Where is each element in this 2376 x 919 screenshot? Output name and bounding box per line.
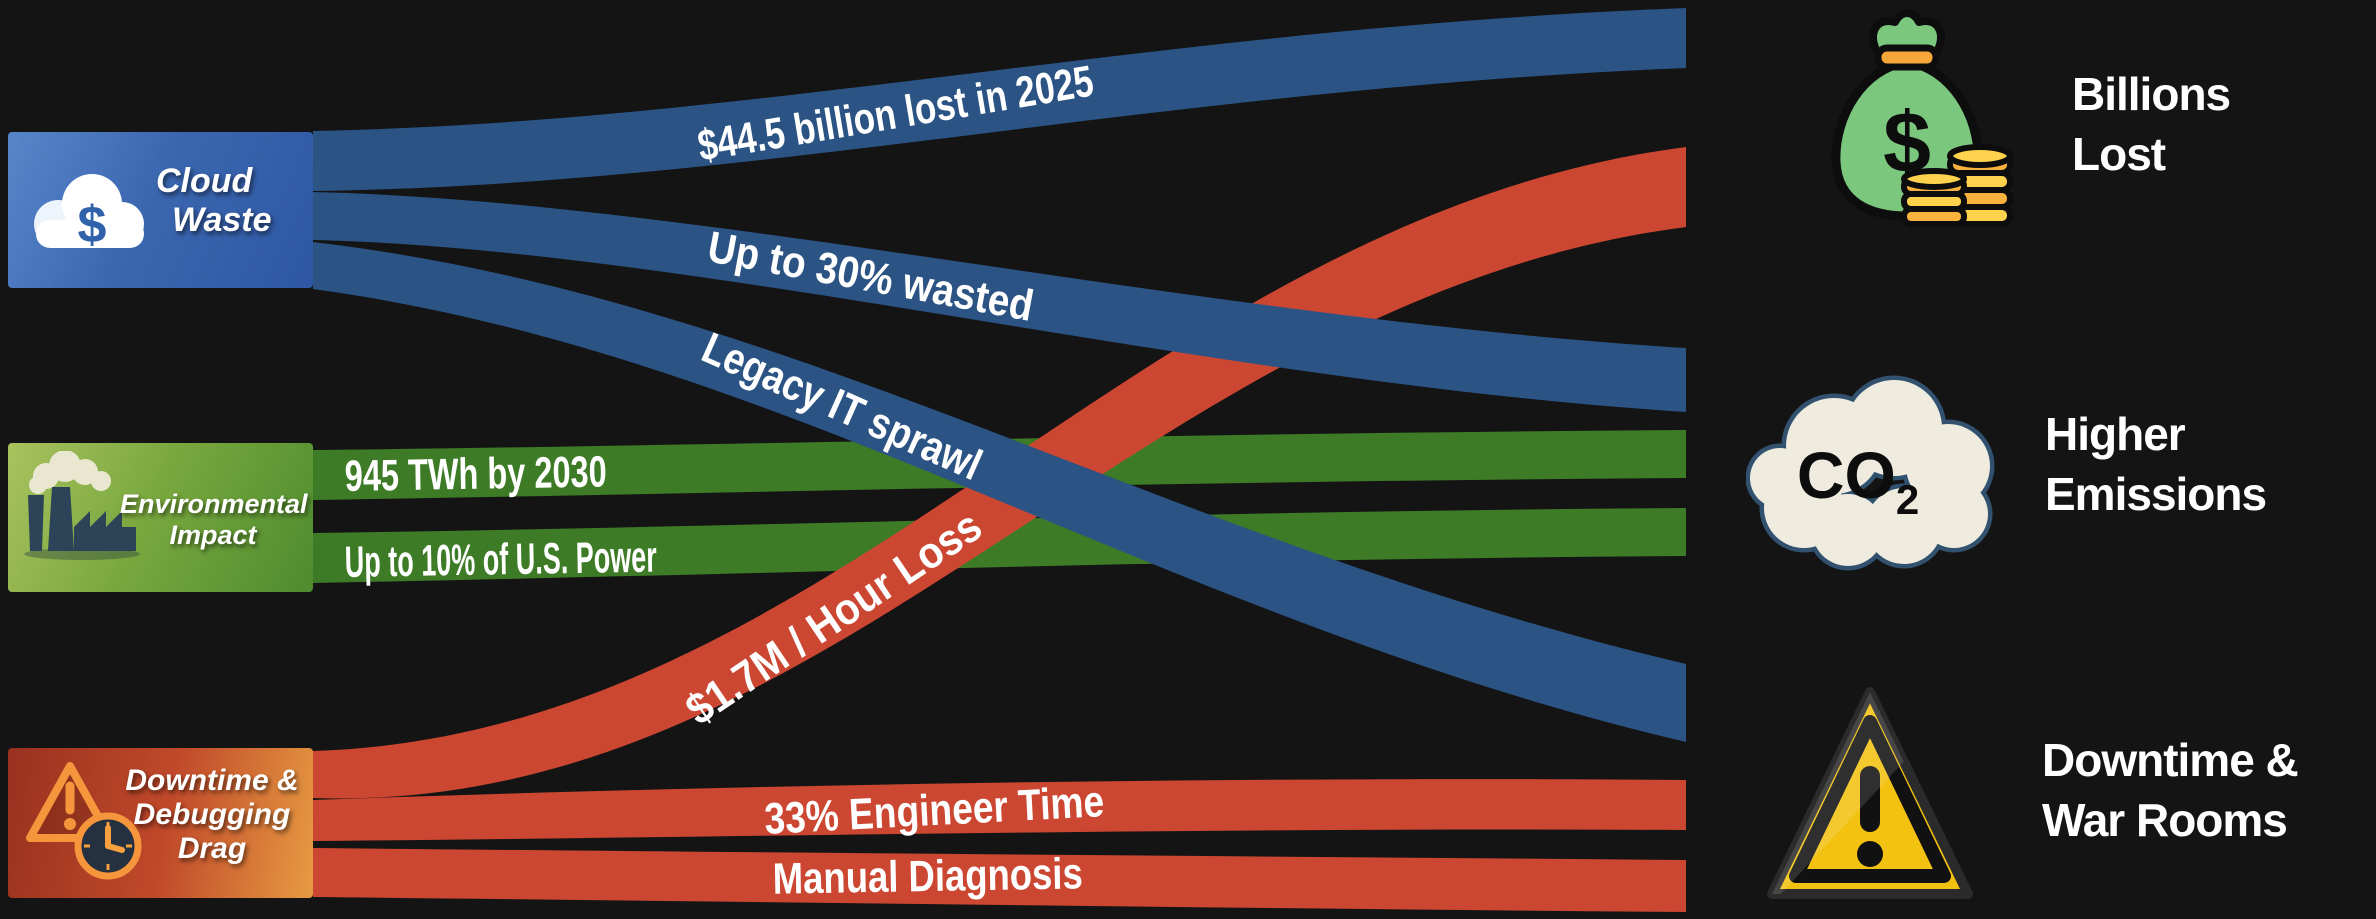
- outcome-label-line: Downtime &: [2042, 734, 2299, 786]
- outcome-label-line: Emissions: [2045, 468, 2267, 520]
- outcome-label-billions-lost: Billions Lost: [2072, 64, 2231, 184]
- flow-label-30-wasted: Up to 30% wasted: [704, 223, 1037, 331]
- node-label-line: Impact: [169, 519, 257, 550]
- outcome-label-higher-emissions: Higher Emissions: [2045, 404, 2267, 524]
- warning-triangle-icon: [1767, 687, 1973, 899]
- outcome-label-line: Higher: [2045, 408, 2186, 460]
- flow-band-engineer-time: [313, 779, 1686, 841]
- node-label-cloud-waste: Cloud Waste: [156, 162, 312, 240]
- outcome-label-line: Billions: [2072, 68, 2231, 120]
- money-bag-icon: $: [1831, 9, 2013, 227]
- flow-band-30-wasted: [313, 192, 1686, 412]
- outcome-label-line: Lost: [2072, 128, 2166, 180]
- flow-label-945-twh: 945 TWh by 2030: [344, 447, 607, 501]
- outcome-label-line: War Rooms: [2042, 794, 2288, 846]
- flow-band-us-power: [313, 508, 1686, 583]
- flow-label-billion-lost: $44.5 billion lost in 2025: [694, 57, 1097, 171]
- node-label-downtime-debugging: Downtime & Debugging Drag: [116, 764, 308, 867]
- flow-label-manual-diagnosis: Manual Diagnosis: [772, 849, 1083, 903]
- node-environmental-impact: Environmental Impact: [8, 443, 313, 592]
- node-label-line: Drag: [177, 832, 247, 866]
- node-label-environmental-impact: Environmental Impact: [120, 489, 308, 551]
- flow-band-legacy-it: [313, 242, 1686, 742]
- node-label-line: Cloud: [156, 162, 253, 200]
- factory-icon: [24, 451, 140, 560]
- node-label-line: Waste: [172, 200, 272, 239]
- outcome-label-downtime-war-rooms: Downtime & War Rooms: [2042, 730, 2299, 850]
- node-label-line: Debugging: [133, 798, 291, 832]
- node-label-line: Environmental: [120, 489, 308, 519]
- node-label-line: Downtime &: [125, 764, 299, 797]
- co2-text: CO2: [1797, 438, 1919, 523]
- flow-band-manual-diagnosis: [313, 848, 1686, 912]
- warning-clock-icon: [26, 762, 142, 880]
- flow-label-us-power: Up to 10% of U.S. Power: [344, 533, 657, 587]
- cloud-dollar-glyph: $: [78, 196, 107, 254]
- node-cloud-waste: $ Cloud Waste: [8, 132, 313, 288]
- cloud-dollar-icon: $: [34, 174, 144, 254]
- flow-band-billion-lost: [313, 8, 1686, 191]
- node-downtime-debugging: Downtime & Debugging Drag: [8, 748, 313, 898]
- co2-cloud-icon: CO2: [1746, 375, 1995, 571]
